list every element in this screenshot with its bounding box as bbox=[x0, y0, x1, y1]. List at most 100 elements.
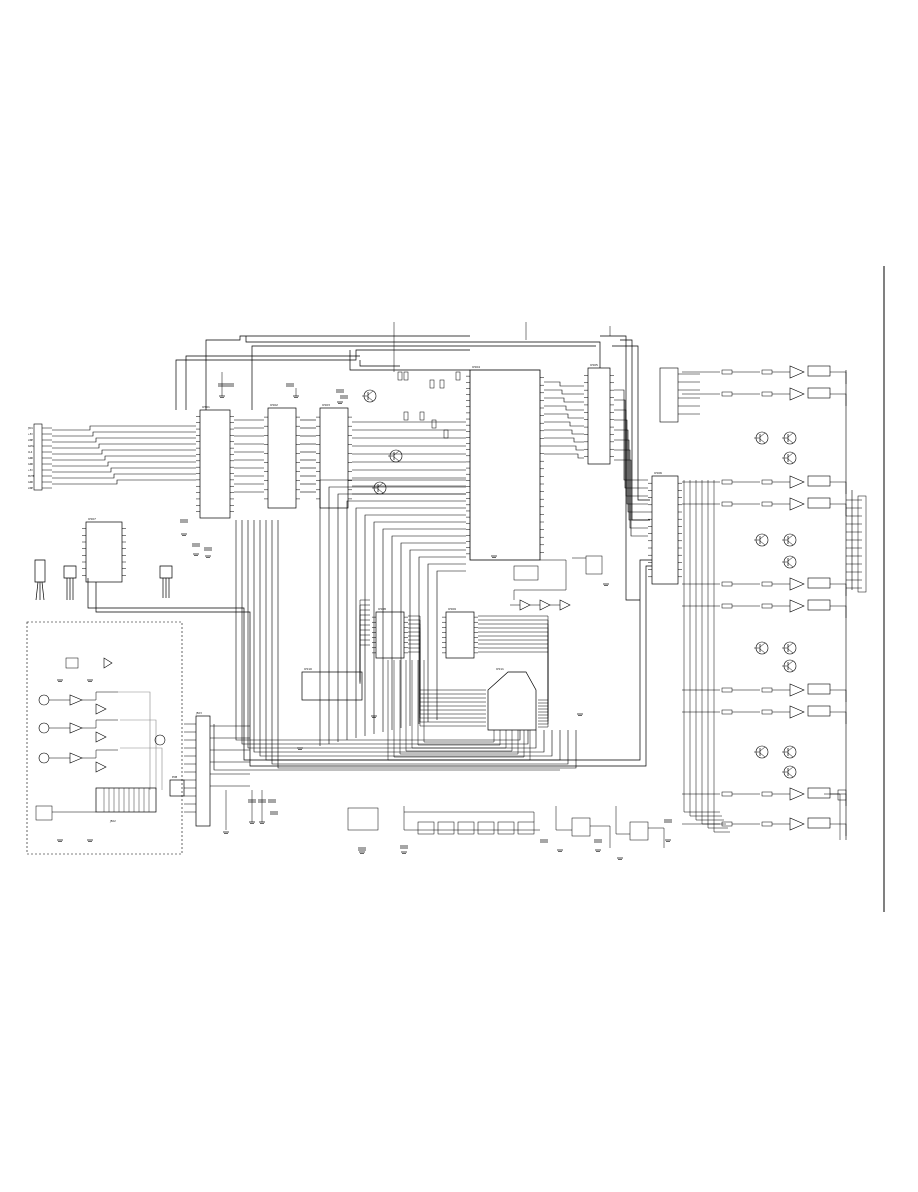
bus-wire bbox=[544, 429, 584, 435]
bus-wire bbox=[614, 389, 648, 481]
connector-pin-label: MUTE bbox=[28, 475, 35, 478]
bus-wire bbox=[52, 473, 196, 479]
connector-pin-label: J501 bbox=[27, 427, 33, 430]
bus-wire bbox=[393, 660, 525, 758]
ic-u508-body bbox=[375, 611, 405, 659]
sub-board-pcb-label: PCB bbox=[172, 775, 177, 779]
resistor-icon bbox=[721, 391, 733, 397]
ic-u505: U505 bbox=[587, 363, 611, 465]
ic-u506: U506 bbox=[651, 471, 679, 585]
ic-u504-body bbox=[469, 369, 541, 561]
bus-wire bbox=[411, 660, 507, 749]
resistor-icon bbox=[761, 581, 773, 587]
opamp-icon bbox=[789, 683, 805, 697]
resistor-icon bbox=[761, 687, 773, 693]
ic-chip-icon bbox=[807, 497, 831, 509]
bus-wire bbox=[544, 421, 584, 427]
transistor-icon bbox=[377, 488, 384, 494]
bus-wire bbox=[391, 535, 466, 730]
ic-u501-body bbox=[199, 409, 231, 519]
ic-u502-label: U502 bbox=[270, 403, 278, 407]
transistor-icon bbox=[159, 565, 173, 598]
ic-chip-icon bbox=[807, 577, 831, 589]
resistor-icon bbox=[761, 821, 773, 827]
ic-u507-body bbox=[85, 521, 123, 583]
channel-wire bbox=[824, 793, 841, 840]
ic-u503: U503 bbox=[319, 403, 349, 509]
bus-wire bbox=[417, 660, 501, 746]
transistor-icon bbox=[377, 482, 384, 488]
transistor-icon bbox=[759, 432, 766, 438]
ic-u504-label: U504 bbox=[472, 365, 480, 369]
bus-wire bbox=[346, 500, 466, 740]
opamp-icon bbox=[95, 703, 107, 715]
bus-wire bbox=[544, 437, 584, 443]
jack-icon bbox=[38, 694, 50, 706]
transistor-icon bbox=[759, 438, 766, 444]
transistor-icon bbox=[393, 450, 400, 456]
bus-wire bbox=[95, 565, 652, 767]
connector-left-body bbox=[33, 423, 43, 491]
ic-pins bbox=[82, 375, 682, 654]
ic-u508-label: U508 bbox=[378, 607, 386, 611]
bus-wire bbox=[612, 345, 650, 501]
transistor-icon bbox=[367, 390, 374, 396]
resistor-icon bbox=[721, 603, 733, 609]
bus-wire bbox=[259, 520, 553, 757]
opamp-icon bbox=[789, 497, 805, 511]
connector-pin-label: +5V bbox=[28, 433, 33, 436]
sub-board-header-body bbox=[195, 715, 211, 827]
transistor-icon bbox=[787, 562, 794, 568]
sub-wire bbox=[82, 691, 118, 701]
ic-u511-body bbox=[487, 671, 537, 731]
bus-wire bbox=[423, 660, 495, 743]
transistor-icon bbox=[787, 766, 794, 772]
bus-wire bbox=[614, 449, 648, 529]
opamp-icon bbox=[69, 694, 83, 706]
bus-wire bbox=[614, 459, 648, 537]
connector-pin-label: GND bbox=[28, 463, 33, 466]
bus-wire bbox=[399, 660, 519, 755]
transistor-icon bbox=[787, 432, 794, 438]
resistor-icon bbox=[443, 429, 449, 439]
bus-wire bbox=[52, 431, 196, 437]
opamp-icon bbox=[789, 787, 805, 801]
ic-chip-icon bbox=[807, 787, 831, 799]
channel-wire bbox=[707, 480, 728, 829]
bus-wire bbox=[328, 486, 466, 744]
connector-pin-label: GND bbox=[28, 481, 33, 484]
ic-u510-body bbox=[301, 671, 363, 701]
ic-u502: U502 bbox=[267, 403, 297, 509]
ic-chip-icon bbox=[517, 821, 535, 835]
bus-wire bbox=[52, 467, 196, 473]
ic-chip-icon bbox=[807, 683, 831, 695]
opamp-icon bbox=[789, 817, 805, 831]
channel-wire bbox=[701, 480, 726, 825]
channel-wire bbox=[713, 480, 730, 833]
bus-wire bbox=[213, 724, 560, 771]
transistor-icon bbox=[787, 666, 794, 672]
resistor-icon bbox=[721, 709, 733, 715]
bus-wire bbox=[409, 549, 466, 726]
bus-wire bbox=[52, 479, 196, 485]
ic-chip-icon bbox=[807, 817, 831, 829]
resistor-icon bbox=[429, 379, 435, 389]
opamp-icon bbox=[69, 722, 83, 734]
ic-chip-icon bbox=[807, 475, 831, 487]
ic-chip-icon bbox=[807, 705, 831, 717]
connector-icon bbox=[837, 789, 847, 801]
ic-chip-icon bbox=[35, 805, 53, 821]
transistor-icon bbox=[787, 438, 794, 444]
bus-wire bbox=[52, 425, 196, 431]
bus-wire bbox=[235, 520, 521, 741]
bus-wire bbox=[359, 360, 400, 367]
resistor-icon bbox=[403, 411, 409, 421]
transistor-icon bbox=[787, 540, 794, 546]
bus-wire bbox=[513, 559, 567, 600]
bus-wire bbox=[373, 521, 466, 734]
bus-wire bbox=[355, 507, 466, 738]
resistor-icon bbox=[403, 371, 409, 381]
